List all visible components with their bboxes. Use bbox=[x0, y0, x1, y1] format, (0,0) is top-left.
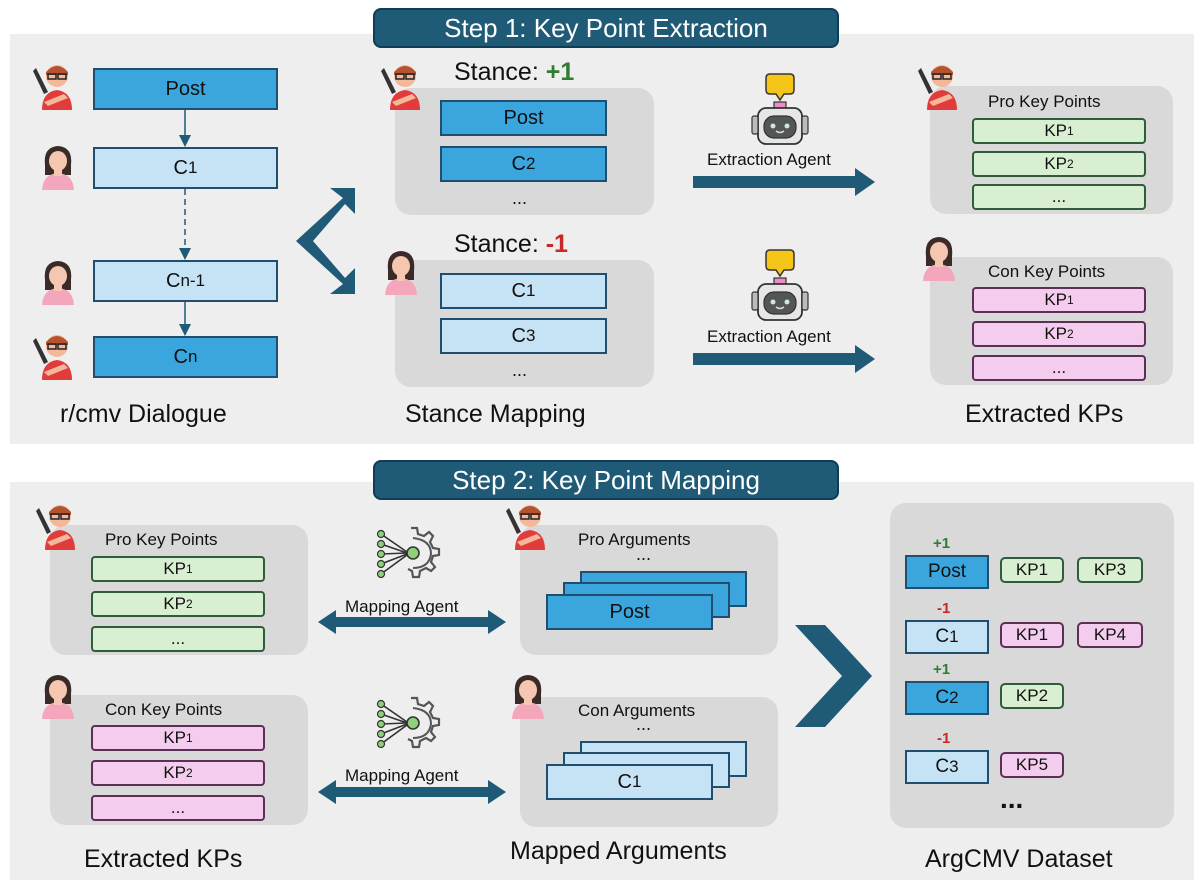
pro-stance: Stance: +1 bbox=[454, 58, 575, 86]
female-user-icon bbox=[385, 251, 417, 295]
s2-pro-kp-more: ... bbox=[91, 626, 265, 652]
dataset-kp-pill: KP1 bbox=[1000, 557, 1064, 583]
stance-pro-post: Post bbox=[440, 100, 607, 136]
male-writer-icon bbox=[381, 65, 420, 110]
extracted-kps-label-2: Extracted KPs bbox=[84, 845, 243, 873]
step1-title: Step 1: Key Point Extraction bbox=[444, 12, 768, 43]
con-arguments-title: Con Arguments bbox=[578, 701, 696, 720]
extraction-agent-label-top: Extraction Agent bbox=[707, 150, 831, 169]
dataset-more: ... bbox=[1000, 783, 1024, 814]
pro-arg-front: Post bbox=[546, 594, 713, 630]
s2-con-kp-more: ... bbox=[91, 795, 265, 821]
s2-con-kp-title: Con Key Points bbox=[105, 700, 223, 719]
dataset-stance-tag: +1 bbox=[933, 535, 951, 552]
stance-pro-more: ... bbox=[512, 188, 528, 208]
robot-agent-icon bbox=[751, 73, 809, 145]
stance-con-more: ... bbox=[512, 360, 528, 380]
mapping-agent-label-top: Mapping Agent bbox=[345, 597, 459, 616]
dataset-stance-tag: -1 bbox=[937, 730, 951, 747]
dataset-kp-pill: KP3 bbox=[1077, 557, 1143, 583]
male-writer-icon bbox=[506, 505, 545, 550]
pro-kp-more: ... bbox=[972, 184, 1146, 210]
s2-pro-kp-title: Pro Key Points bbox=[105, 530, 218, 549]
dataset-label: ArgCMV Dataset bbox=[925, 845, 1113, 873]
female-user-icon bbox=[42, 146, 74, 190]
male-writer-icon bbox=[33, 65, 72, 110]
female-user-icon bbox=[923, 237, 955, 281]
step1-banner: Step 1: Key Point Extraction bbox=[373, 8, 839, 48]
pro-kp-title: Pro Key Points bbox=[988, 92, 1101, 111]
female-user-icon bbox=[42, 261, 74, 305]
dataset-kp-pill: KP5 bbox=[1000, 752, 1064, 778]
stance-mapping-label: Stance Mapping bbox=[405, 400, 586, 428]
male-writer-icon bbox=[918, 65, 957, 110]
male-writer-icon bbox=[33, 335, 72, 380]
step2-title: Step 2: Key Point Mapping bbox=[452, 464, 760, 495]
con-stance: Stance: -1 bbox=[454, 230, 568, 258]
dialogue-post: Post bbox=[93, 68, 278, 110]
mapping-agent-label-bottom: Mapping Agent bbox=[345, 766, 459, 785]
male-writer-icon bbox=[36, 505, 75, 550]
pro-arguments-more: ... bbox=[636, 544, 652, 564]
dataset-node: Post bbox=[905, 555, 989, 589]
dialogue-label: r/cmv Dialogue bbox=[60, 400, 227, 428]
dataset-kp-pill: KP1 bbox=[1000, 622, 1064, 648]
con-arguments-more: ... bbox=[636, 714, 652, 734]
extracted-kps-label-1: Extracted KPs bbox=[965, 400, 1124, 428]
con-kp-more: ... bbox=[972, 355, 1146, 381]
step2-banner: Step 2: Key Point Mapping bbox=[373, 460, 839, 500]
gear-network-icon bbox=[376, 526, 441, 579]
robot-agent-icon bbox=[751, 249, 809, 321]
female-user-icon bbox=[42, 675, 74, 719]
female-user-icon bbox=[512, 675, 544, 719]
dataset-kp-pill: KP4 bbox=[1077, 622, 1143, 648]
dataset-stance-tag: -1 bbox=[937, 600, 951, 617]
pro-arguments-title: Pro Arguments bbox=[578, 530, 691, 549]
con-kp-title: Con Key Points bbox=[988, 262, 1106, 281]
mapped-arguments-label: Mapped Arguments bbox=[510, 837, 727, 865]
dataset-kp-pill: KP2 bbox=[1000, 683, 1064, 709]
dataset-stance-tag: +1 bbox=[933, 661, 951, 678]
extraction-agent-label-bottom: Extraction Agent bbox=[707, 327, 831, 346]
gear-network-icon bbox=[376, 696, 441, 749]
